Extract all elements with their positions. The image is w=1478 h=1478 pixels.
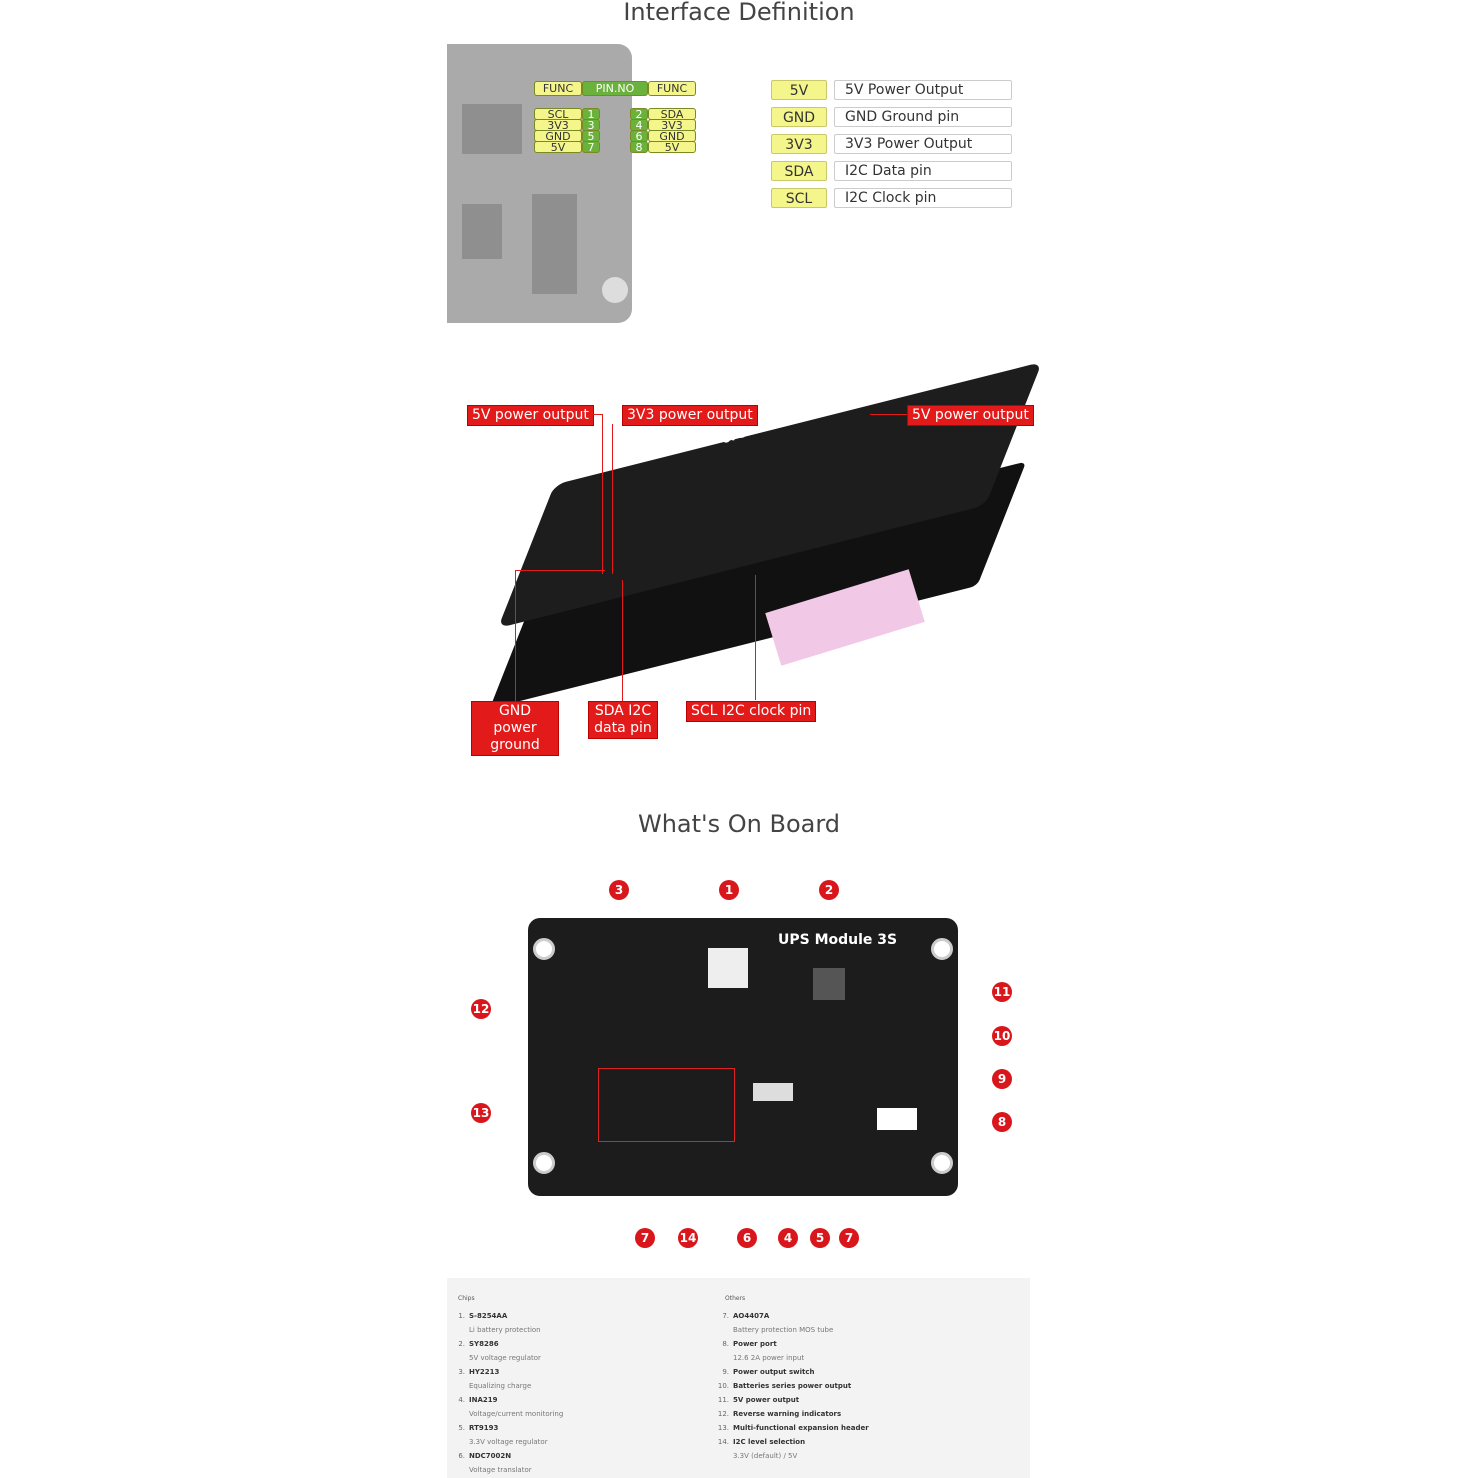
list-item-number: 7. [722,1312,729,1320]
callout-scl: SCL I2C clock pin [686,701,817,722]
marker-badge: 7 [635,1228,655,1248]
list-item-name: 14. I2C level selection [717,1435,869,1449]
list-item-name: 13. Multi-functional expansion header [717,1421,869,1435]
list-item-number: 5. [458,1424,465,1432]
interface-title: Interface Definition [623,0,855,26]
list-item-desc: Li battery protection [469,1326,541,1334]
list-item-name: 3. HY2213 [453,1365,563,1379]
list-item-number: 3. [458,1368,465,1376]
legend-desc: 5V Power Output [834,80,1012,100]
list-item-name: 8. Power port [717,1337,869,1351]
pin-func-right: 5V [648,141,696,154]
list-item-title: Reverse warning indicators [733,1410,842,1418]
legend-key: 5V [771,80,827,100]
marker-badge: 6 [737,1228,757,1248]
list-item-title: 5V power output [733,1396,800,1404]
list-item-name: 5. RT9193 [453,1421,563,1435]
legend-desc: I2C Clock pin [834,188,1012,208]
list-item-desc: Battery protection MOS tube [733,1326,834,1334]
parts-list-panel: Chips Others 1. S-8254AA Li battery protec… [447,1278,1030,1478]
list-item-number: 10. [717,1382,729,1390]
marker-badge: 12 [471,999,491,1019]
list-item-number: 6. [458,1452,465,1460]
pin-number-left: 7 [582,141,600,154]
marker-badge: 1 [719,880,739,900]
marker-badge: 3 [609,880,629,900]
marker-badge: 13 [471,1103,491,1123]
legend-key: GND [771,107,827,127]
list-item-number: 14. [717,1438,729,1446]
list-item-title: Power output switch [733,1368,815,1376]
list-item-title: I2C level selection [733,1438,806,1446]
list-item-name: 9. Power output switch [717,1365,869,1379]
list-item-desc: 5V voltage regulator [469,1354,541,1362]
callout-5v-right: 5V power output [907,405,1034,426]
list-item-name: 4. INA219 [453,1393,563,1407]
list-item-desc: Voltage translator [469,1466,532,1474]
legend-desc: 3V3 Power Output [834,134,1012,154]
legend-key: 3V3 [771,134,827,154]
list-item-title: HY2213 [469,1368,500,1376]
list-item-desc: 3.3V (default) / 5V [733,1452,798,1460]
legend-desc: I2C Data pin [834,161,1012,181]
list-item-name: 2. SY8286 [453,1337,563,1351]
list-item-desc: Equalizing charge [469,1382,532,1390]
ups-board-3d [497,361,1043,629]
list-item-name: 6. NDC7002N [453,1449,563,1463]
list-item-name: 11. 5V power output [717,1393,869,1407]
list-item-number: 8. [722,1340,729,1348]
list-item-title: NDC7002N [469,1452,512,1460]
list-item-title: AO4407A [733,1312,770,1320]
list-item-name: 12. Reverse warning indicators [717,1407,869,1421]
others-heading: Others [725,1295,746,1302]
callout-3v3: 3V3 power output [622,405,758,426]
list-item-number: 9. [722,1368,729,1376]
list-item-number: 4. [458,1396,465,1404]
legend-key: SCL [771,188,827,208]
list-item-number: 2. [458,1340,465,1348]
list-item-title: S-8254AA [469,1312,508,1320]
list-item-title: Batteries series power output [733,1382,852,1390]
onboard-title: What's On Board [637,810,841,838]
marker-badge: 5 [810,1228,830,1248]
marker-badge: 2 [819,880,839,900]
pin-header-pin-no: PIN.NO [582,81,648,96]
list-item-name: 10. Batteries series power output [717,1379,869,1393]
list-item-number: 1. [458,1312,465,1320]
callout-5v-left: 5V power output [467,405,594,426]
marker-badge: 8 [992,1112,1012,1132]
list-item-desc: 3.3V voltage regulator [469,1438,548,1446]
list-item-name: 7. AO4407A [717,1309,869,1323]
marker-badge: 10 [992,1026,1012,1046]
list-item-desc: Voltage/current monitoring [469,1410,564,1418]
pin-header-func-right: FUNC [648,81,696,96]
marker-badge: 7 [839,1228,859,1248]
list-item-number: 13. [717,1424,729,1432]
list-item-title: INA219 [469,1396,498,1404]
board-name: UPS Module 3S [778,932,898,948]
list-item-title: Multi-functional expansion header [733,1424,869,1432]
list-item-number: 11. [717,1396,729,1404]
pin-number-right: 8 [630,141,648,154]
legend-desc: GND Ground pin [834,107,1012,127]
list-item-name: 1. S-8254AA [453,1309,563,1323]
pin-header-func-left: FUNC [534,81,582,96]
pin-func-left: 5V [534,141,582,154]
list-item-title: RT9193 [469,1424,499,1432]
list-item-number: 12. [717,1410,729,1418]
marker-badge: 9 [992,1069,1012,1089]
pin-number-right: 4 [630,119,648,132]
marker-badge: 11 [992,982,1012,1002]
pin-func-right: GND [648,130,696,143]
legend-key: SDA [771,161,827,181]
list-item-desc: 12.6 2A power input [733,1354,805,1362]
marker-badge: 4 [778,1228,798,1248]
ups-board-top: UPS Module 3S [528,918,958,1196]
chips-heading: Chips [458,1295,475,1302]
marker-badge: 14 [678,1228,698,1248]
list-item-title: SY8286 [469,1340,499,1348]
list-item-title: Power port [733,1340,777,1348]
